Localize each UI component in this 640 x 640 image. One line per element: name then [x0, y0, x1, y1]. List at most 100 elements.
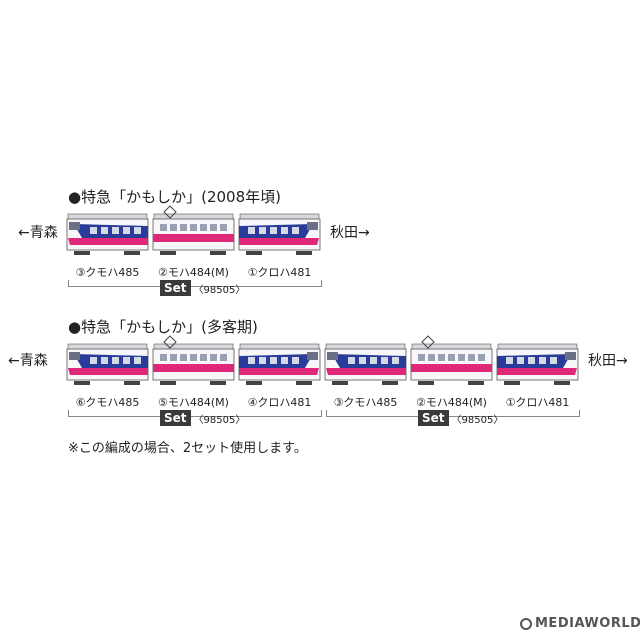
- cab-window: [307, 222, 318, 230]
- formation2-car-6: [496, 343, 579, 385]
- bogie: [332, 381, 348, 385]
- pantograph-icon: [421, 335, 435, 349]
- window: [210, 224, 217, 231]
- cab-window: [307, 352, 318, 360]
- formation2-set2-group: Set 〈98505〉: [418, 410, 503, 426]
- window: [112, 357, 119, 364]
- formation2-car-4-label: ③クモハ485: [333, 396, 398, 409]
- cab-window: [69, 222, 80, 230]
- window: [101, 227, 108, 234]
- window: [101, 357, 108, 364]
- window: [160, 354, 167, 361]
- bogie: [418, 381, 434, 385]
- bogie: [124, 251, 140, 255]
- window: [292, 227, 299, 234]
- formation1-right-direction: 秋田→: [330, 225, 370, 241]
- formation2-set2-code: 〈98505〉: [451, 414, 504, 426]
- formation2-car-1-label: ⑥クモハ485: [75, 396, 140, 409]
- window: [281, 357, 288, 364]
- formation1-car-3-label: ①クロハ481: [247, 266, 312, 279]
- window: [220, 224, 227, 231]
- window: [248, 357, 255, 364]
- formation1-car-3: [238, 213, 321, 255]
- bogie: [504, 381, 520, 385]
- window: [517, 357, 524, 364]
- window: [180, 354, 187, 361]
- window: [90, 227, 97, 234]
- window: [270, 227, 277, 234]
- window: [281, 227, 288, 234]
- formation2-right-direction: 秋田→: [588, 353, 628, 369]
- formation1-set-code: 〈98505〉: [193, 284, 246, 296]
- window: [170, 224, 177, 231]
- bogie: [74, 251, 90, 255]
- window: [220, 354, 227, 361]
- formation2-left-direction: ←青森: [8, 353, 48, 369]
- formation2-car-3: [238, 343, 321, 385]
- window: [190, 224, 197, 231]
- formation1-car-2: [152, 205, 235, 255]
- window: [550, 357, 557, 364]
- formation1-set-bracket: [68, 280, 322, 287]
- window: [381, 357, 388, 364]
- window: [370, 357, 377, 364]
- window: [348, 357, 355, 364]
- formation2-set2-badge: Set: [418, 410, 449, 426]
- window: [458, 354, 465, 361]
- formation2-set1-group: Set 〈98505〉: [160, 410, 245, 426]
- window: [123, 357, 130, 364]
- bogie: [554, 381, 570, 385]
- pink-stripe: [153, 364, 234, 372]
- pink-stripe: [497, 368, 577, 375]
- bogie: [210, 381, 226, 385]
- window: [200, 224, 207, 231]
- window: [506, 357, 513, 364]
- bogie: [160, 381, 176, 385]
- pink-stripe: [326, 368, 406, 375]
- window: [528, 357, 535, 364]
- pink-stripe: [239, 238, 319, 245]
- pink-stripe: [411, 364, 492, 372]
- cab-window: [327, 352, 338, 360]
- formation1-car-2-label: ②モハ484(M): [158, 266, 229, 279]
- formation2-set2-bracket: [326, 410, 580, 417]
- formation2-car-5: [410, 335, 493, 385]
- window: [292, 357, 299, 364]
- pantograph-icon: [163, 335, 177, 349]
- formation1-set-group: Set 〈98505〉: [160, 280, 245, 296]
- watermark-logo: MEDIAWORLD: [520, 616, 640, 631]
- cab-window: [565, 352, 576, 360]
- window: [180, 224, 187, 231]
- pink-stripe: [68, 368, 148, 375]
- formation1-car-1: [66, 213, 149, 255]
- bogie: [160, 251, 176, 255]
- formation1-car-1-label: ③クモハ485: [75, 266, 140, 279]
- window: [359, 357, 366, 364]
- watermark-text: MEDIAWORLD: [535, 616, 640, 631]
- window: [248, 227, 255, 234]
- window: [259, 227, 266, 234]
- window: [123, 227, 130, 234]
- window: [134, 227, 141, 234]
- window: [468, 354, 475, 361]
- window: [428, 354, 435, 361]
- formation2-car-5-label: ②モハ484(M): [416, 396, 487, 409]
- window: [210, 354, 217, 361]
- formation2-set1-code: 〈98505〉: [193, 414, 246, 426]
- window: [190, 354, 197, 361]
- formation1-left-direction: ←青森: [18, 225, 58, 241]
- bogie: [468, 381, 484, 385]
- formation2-car-2: [152, 335, 235, 385]
- formation2-car-3-label: ④クロハ481: [247, 396, 312, 409]
- window: [90, 357, 97, 364]
- formation2-title: ●特急「かもしか」(多客期): [68, 318, 258, 336]
- cab-window: [69, 352, 80, 360]
- bogie: [296, 251, 312, 255]
- usage-note: ※この編成の場合、2セット使用します。: [68, 441, 307, 456]
- window: [170, 354, 177, 361]
- pink-stripe: [153, 234, 234, 242]
- window: [134, 357, 141, 364]
- window: [448, 354, 455, 361]
- window: [478, 354, 485, 361]
- formation1-title: ●特急「かもしか」(2008年頃): [68, 188, 281, 206]
